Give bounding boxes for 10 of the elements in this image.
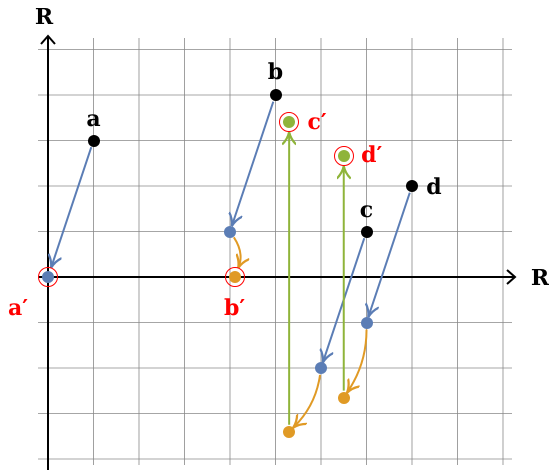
point-label: d [426, 176, 442, 198]
axis-label: R [530, 267, 549, 289]
axis-label: R [34, 6, 54, 28]
point-label: c [360, 198, 374, 220]
point-label: b′ [224, 297, 246, 319]
point-label: d′ [361, 144, 382, 166]
point-label: a [86, 108, 101, 130]
point-label: c′ [308, 111, 327, 134]
point-label: b [268, 61, 284, 83]
point-label: a′ [8, 297, 28, 319]
